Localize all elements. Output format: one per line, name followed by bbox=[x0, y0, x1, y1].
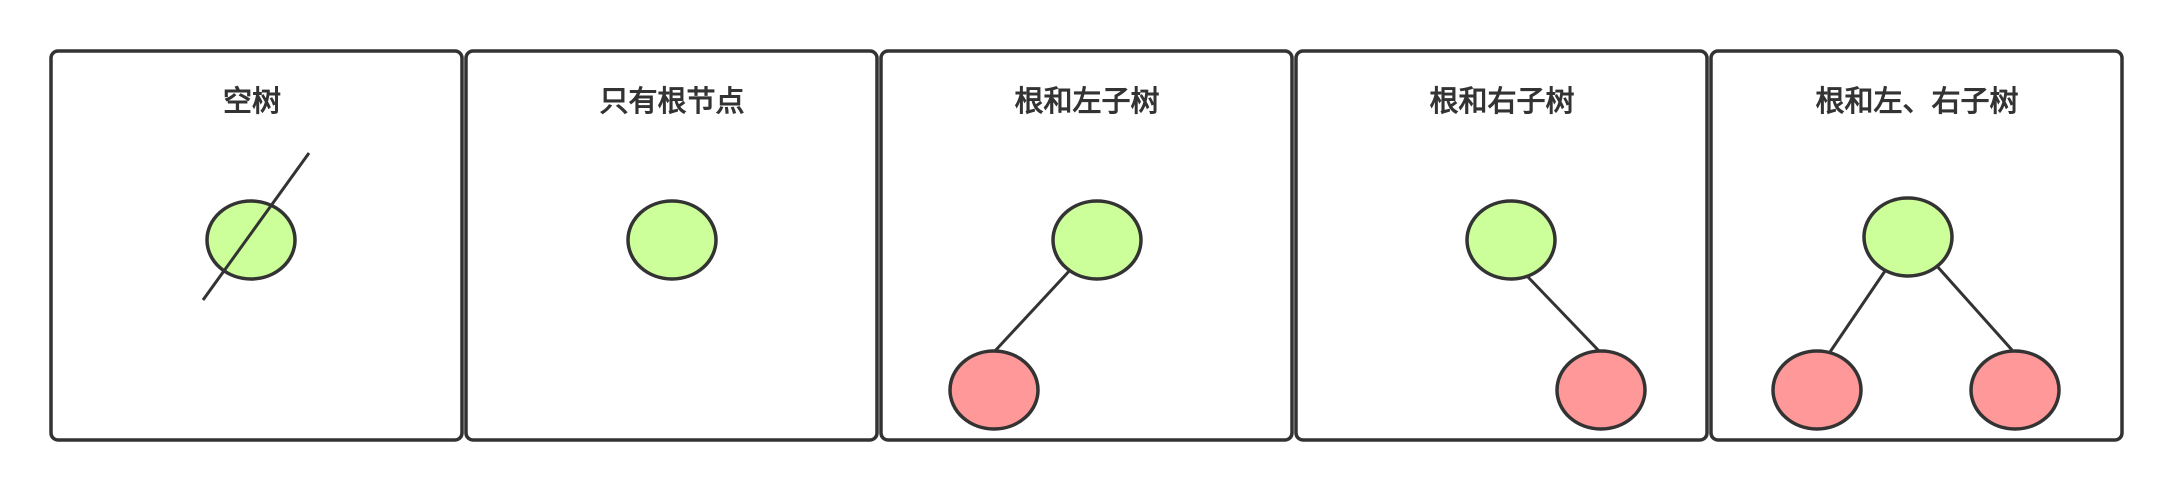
edge-root-left bbox=[1828, 270, 1887, 353]
right-child-node bbox=[1969, 349, 2061, 431]
edge-root-right bbox=[1525, 274, 1602, 354]
panel-root-right: 根和右子树 bbox=[1294, 49, 1709, 442]
root-node bbox=[1051, 199, 1143, 281]
left-child-node bbox=[948, 349, 1040, 431]
panel-title: 只有根节点 bbox=[599, 84, 744, 118]
panel-empty-tree: 空树 bbox=[49, 49, 464, 442]
panel-title: 根和左、右子树 bbox=[1815, 84, 2018, 118]
left-child-node bbox=[1771, 349, 1863, 431]
strike-through-line bbox=[201, 152, 311, 301]
root-node bbox=[1862, 196, 1954, 278]
edge-root-left bbox=[992, 266, 1074, 354]
root-node bbox=[626, 199, 718, 281]
panel-root-only: 只有根节点 bbox=[464, 49, 879, 442]
panel-title: 空树 bbox=[223, 84, 281, 118]
edge-root-right bbox=[1934, 264, 2014, 351]
root-node bbox=[1465, 199, 1557, 281]
right-child-node bbox=[1555, 349, 1647, 431]
panel-title: 根和左子树 bbox=[1014, 84, 1159, 118]
root-node bbox=[205, 199, 297, 281]
panel-title: 根和右子树 bbox=[1429, 84, 1574, 118]
panel-root-both: 根和左、右子树 bbox=[1709, 49, 2124, 442]
panel-root-left: 根和左子树 bbox=[879, 49, 1294, 442]
